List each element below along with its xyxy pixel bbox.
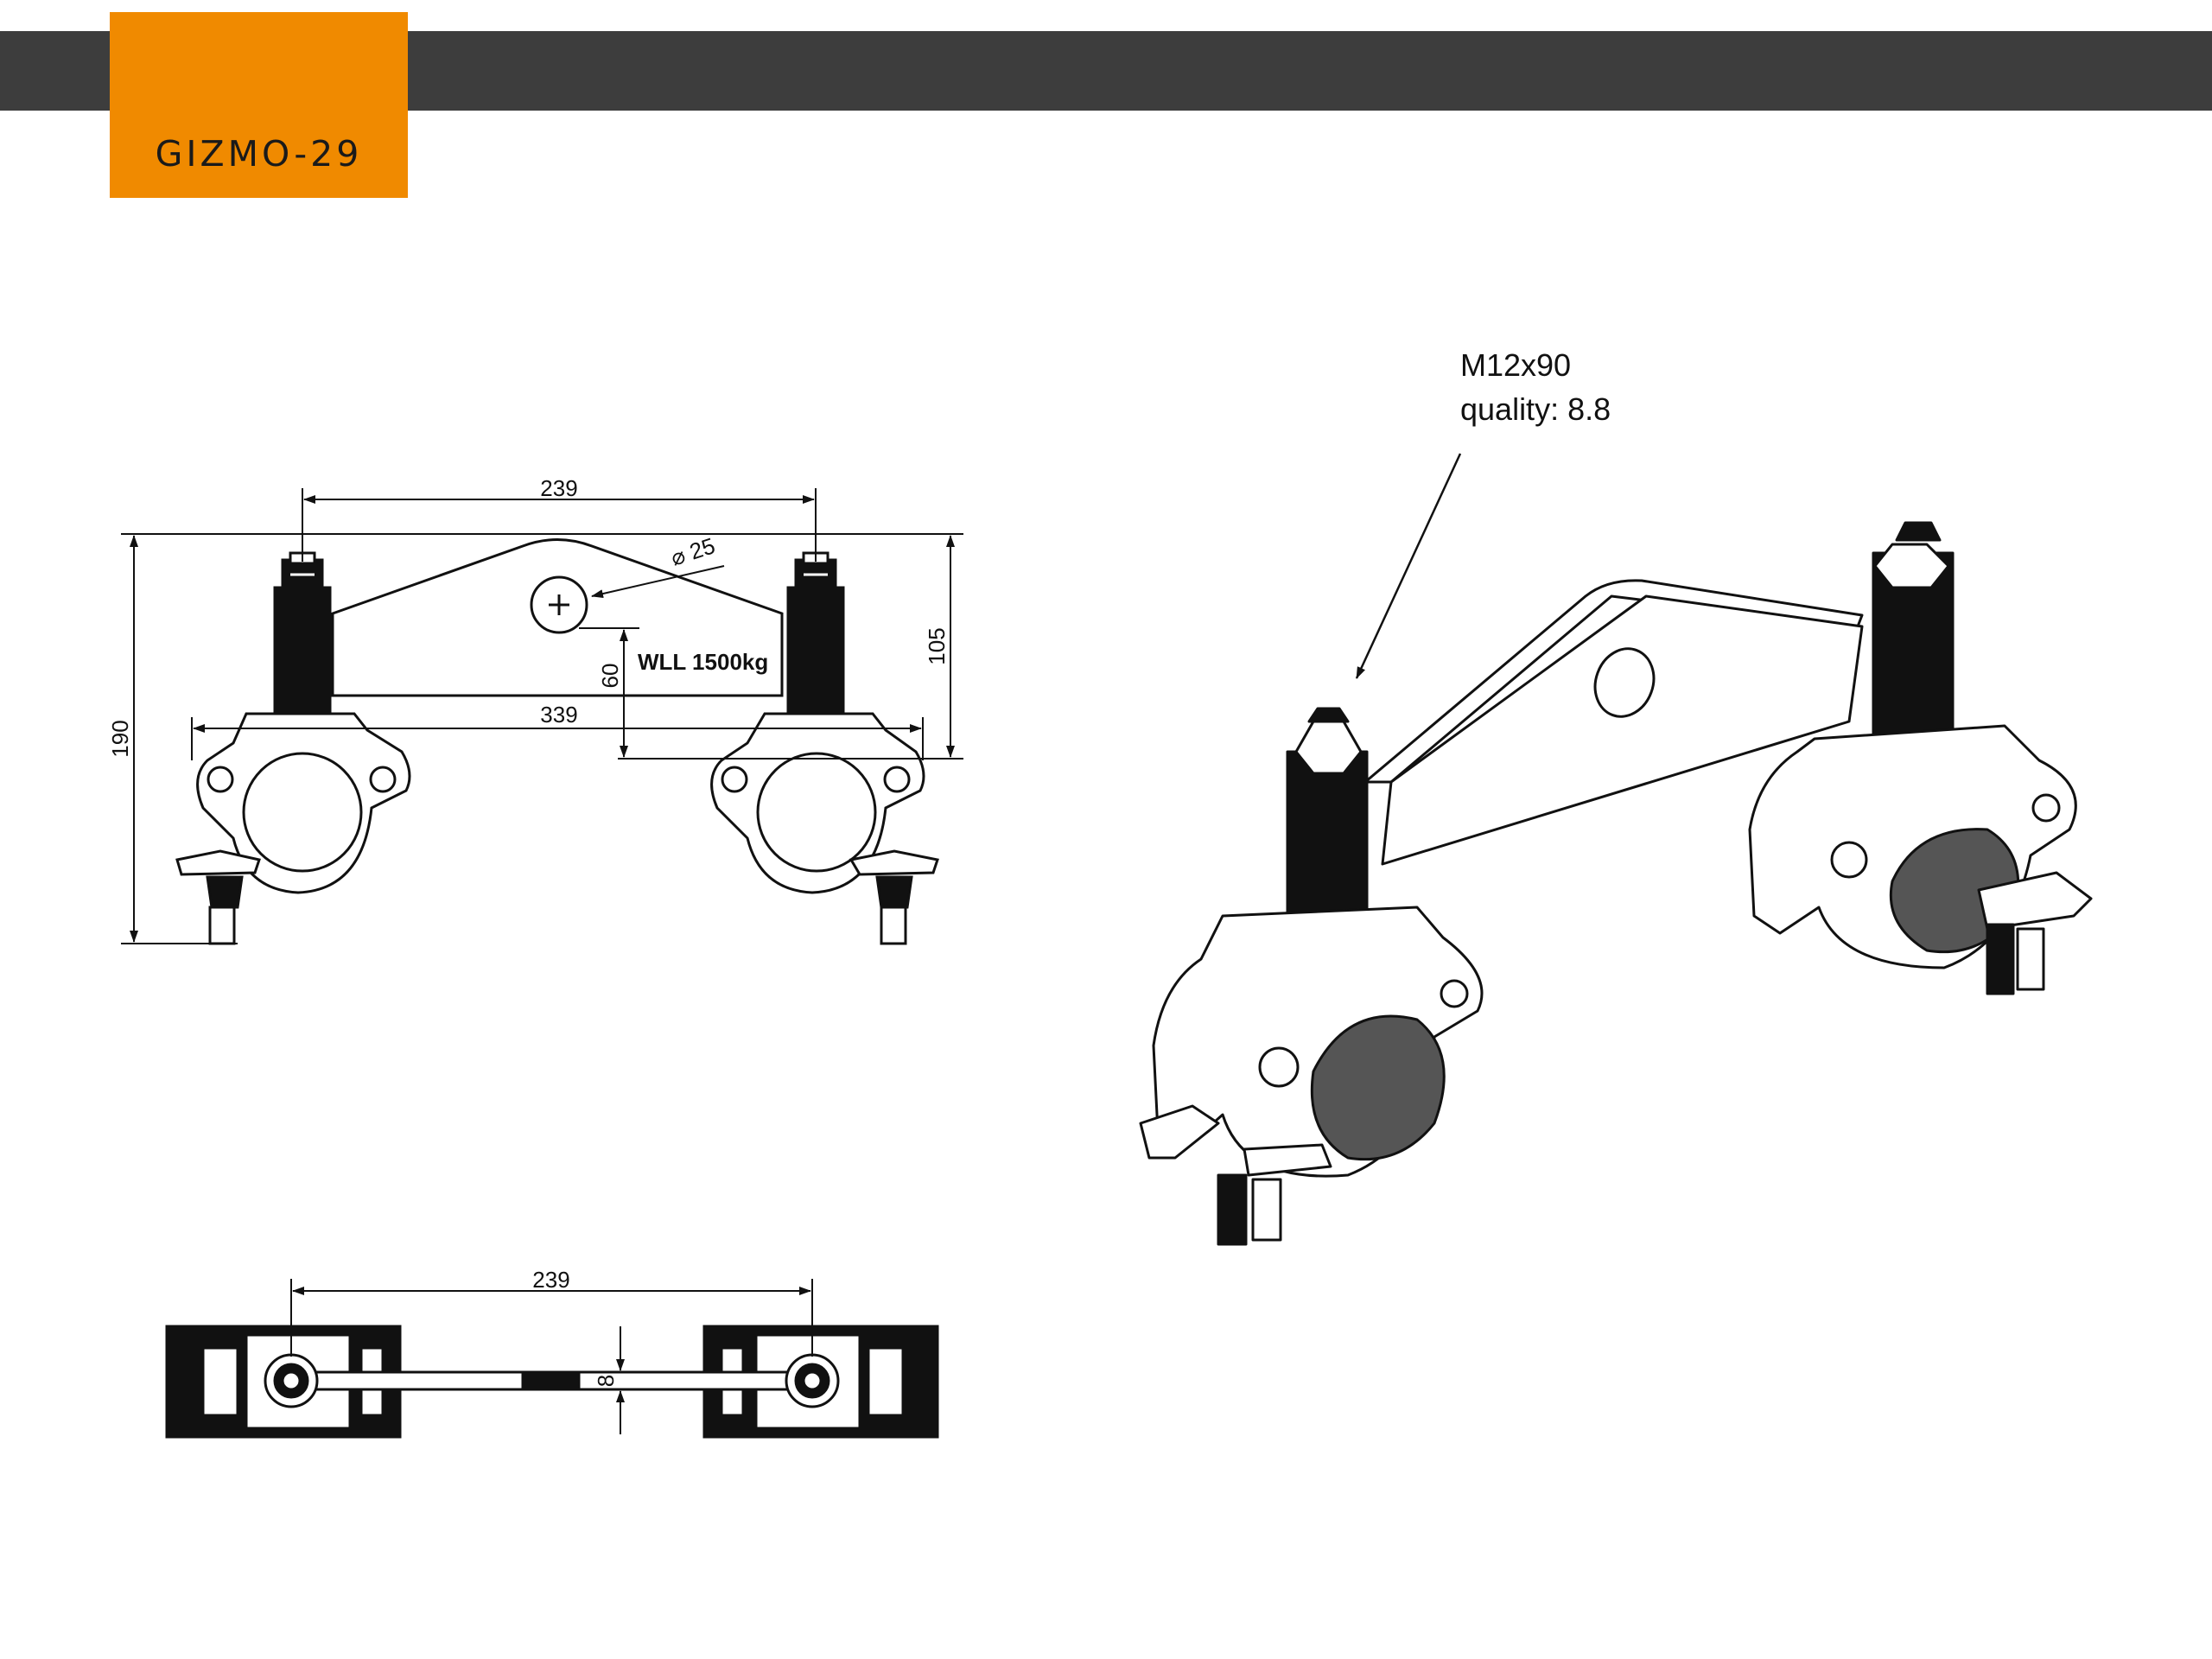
dim-239-front: 239: [540, 475, 577, 501]
wll-label: WLL 1500kg: [638, 649, 768, 675]
dim-60: 60: [597, 664, 623, 689]
left-bolt: [273, 551, 332, 715]
product-badge: [110, 12, 408, 198]
front-view: [175, 538, 939, 945]
bolt-spec-label: M12x90: [1460, 347, 1571, 383]
bolt-quality-label: quality: 8.8: [1460, 391, 1611, 427]
dim-190: 190: [107, 720, 133, 757]
right-bolt: [786, 551, 845, 715]
top-dimensions: [290, 1279, 813, 1434]
dim-8: 8: [593, 1375, 619, 1387]
top-view: [165, 1325, 939, 1439]
hole-diameter-label: ⌀ 25: [668, 532, 719, 571]
dim-239-top: 239: [532, 1267, 569, 1293]
dim-339: 339: [540, 702, 577, 728]
product-code: GIZMO-29: [155, 133, 363, 175]
front-dimensions: [121, 488, 963, 944]
dim-105: 105: [924, 627, 950, 664]
left-coupler: [175, 712, 411, 945]
right-coupler: [710, 712, 939, 945]
bolt-leader: [1355, 453, 1462, 679]
iso-view: [1139, 521, 2093, 1246]
